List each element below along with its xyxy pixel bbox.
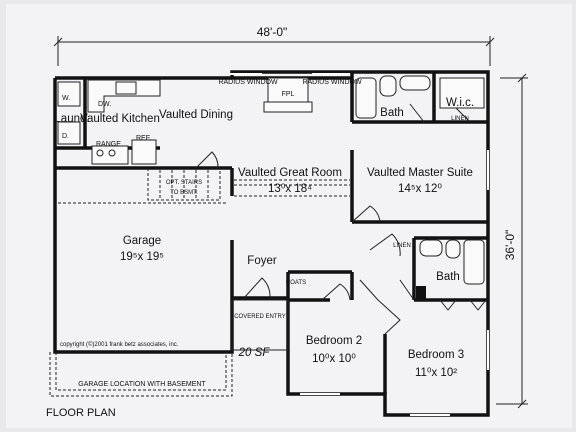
tub-fixture [355,77,377,119]
entry-area-label: 20 SF [238,347,271,359]
depth-dimension-label: 36'-0" [503,230,517,261]
bedroom2-size: 10⁰x 10⁰ [312,353,356,365]
windows [230,73,489,416]
fireplace-fixture [267,77,309,103]
refrigerator-fixture [131,139,157,165]
foyer-label: Foyer [247,255,277,267]
garage-size: 19⁵x 19⁵ [120,251,164,263]
coats-label: COATS [286,280,306,286]
dryer-fixture [57,121,81,145]
washer-label: W. [62,95,70,102]
stairs-to-label: TO BSMT. [170,190,198,196]
garage-basement-outline [49,352,233,397]
laundry-label: Laund. [54,113,89,125]
dryer-label: D. [62,133,69,140]
bedroom3-label: Bedroom 3 [408,349,464,361]
great-room-size: 13⁰x 18⁴ [268,183,312,195]
master-suite-size: 14⁵x 12⁰ [398,183,442,195]
range-label: RANGE [96,141,121,148]
garage-label: Garage [123,235,161,247]
range-burner-icon [96,149,104,157]
range-burner-icon [108,149,116,157]
bay-bump [230,70,352,78]
dining-label: Vaulted Dining [159,109,233,121]
kitchen-label: Vaulted Kitchen [80,113,160,125]
door-swings [195,103,487,335]
bedroom2-label: Bedroom 2 [306,335,362,347]
covered-entry-label: COVERED ENTRY [234,314,286,320]
stairs-opt-label: OPT. STAIRS [166,180,202,186]
hall-linen-label: LINEN [393,243,411,249]
hall-tub-fixture [463,239,485,285]
vault-beam-lines [234,179,350,197]
dishwasher-label: DW. [98,101,111,108]
hall-bath-label: Bath [436,271,460,283]
master-bath-label: Bath [380,107,404,119]
washer-fixture [57,81,81,107]
radius-window-left-label: RADIUS WINDOW [218,79,278,86]
width-dimension-line [53,36,495,66]
covered-entry-area [231,299,289,351]
refrigerator-label: REF. [136,135,151,142]
hall-sink-fixture [419,239,443,257]
master-suite-label: Vaulted Master Suite [367,167,473,179]
fireplace-hearth [263,101,313,113]
master-linen-label: LINEN [451,116,469,122]
closet-shelving [439,77,485,109]
kitchen-sink [115,81,137,95]
copyright-notice: copyright (©)2001 frank betz associates,… [60,341,179,348]
sink-fixture [399,75,431,91]
toilet-fixture [379,75,397,97]
radius-window-right-label: RADIUS WINDOW [302,79,362,86]
great-room-label: Vaulted Great Room [238,167,342,179]
depth-dimension-line [496,73,528,409]
optional-stairs [147,168,221,201]
fireplace-label: FPL [282,91,295,98]
water-heater-block [416,286,426,300]
floor-plan-caption: FLOOR PLAN [46,407,116,419]
hall-toilet-fixture [445,239,461,259]
bedroom3-size: 11⁰x 10² [415,367,457,379]
kitchen-counter-top [87,79,161,113]
width-dimension-label: 48'-0" [257,25,288,39]
garage-basement-label: GARAGE LOCATION WITH BASEMENT [78,381,206,388]
wic-label: W.i.c. [446,97,474,109]
